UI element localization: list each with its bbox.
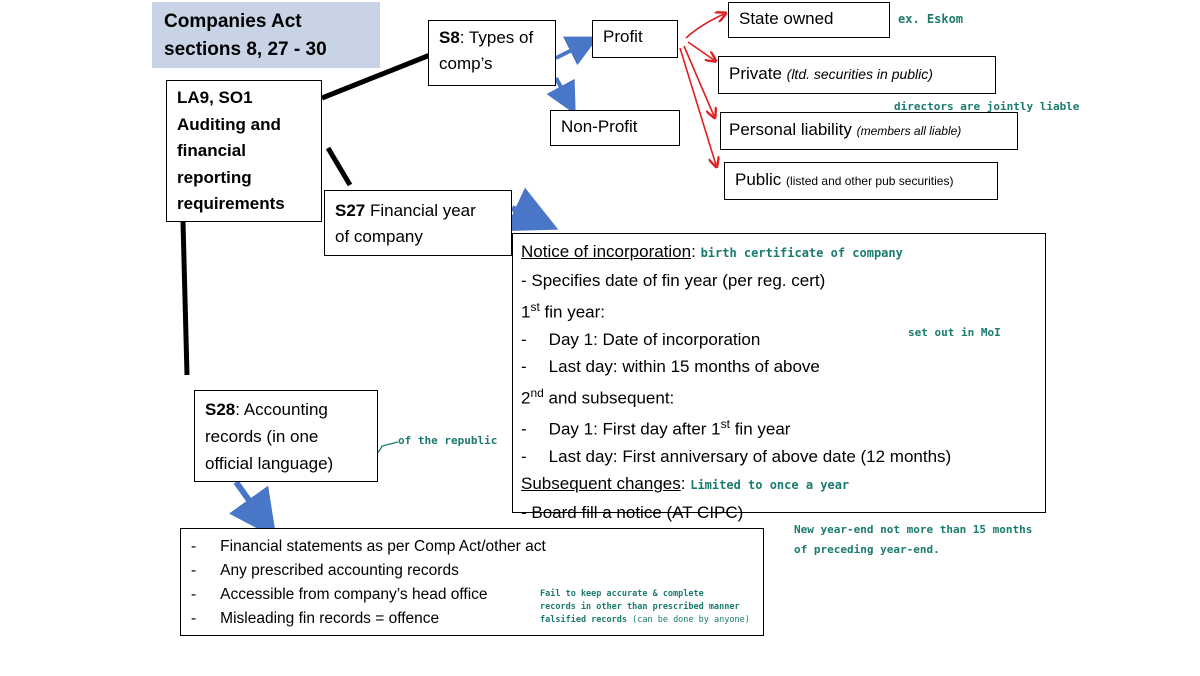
- second-year-line: 2nd and subsequent:: [521, 385, 675, 408]
- state-owned-box: State owned: [728, 2, 890, 38]
- profit-box: Profit: [592, 20, 678, 58]
- s28-text-2: records (in one: [205, 427, 319, 446]
- s8-types-box: S8: Types of comp’s: [428, 20, 556, 86]
- title-box: Companies Act sections 8, 27 - 30: [152, 2, 380, 68]
- s8-text: : Types of: [459, 28, 534, 47]
- la-to-s27-line: [325, 146, 353, 187]
- notice-heading: Notice of incorporation: [521, 242, 692, 261]
- s28-to-records-arrow: [229, 480, 277, 539]
- s27-text-2: of company: [335, 227, 423, 246]
- day1-line: -Day 1: Date of incorporation: [521, 329, 761, 349]
- record-item: -Financial statements as per Comp Act/ot…: [191, 538, 546, 555]
- title-line-2: sections 8, 27 - 30: [164, 39, 327, 60]
- lastday-line: -Last day: within 15 months of above: [521, 356, 820, 376]
- profit-to-state-arrow: [685, 14, 724, 39]
- s8-to-nonprofit-arrow: [546, 77, 576, 115]
- s27-code: S27: [335, 201, 366, 220]
- nonprofit-label: Non-Profit: [561, 117, 638, 136]
- profit-to-private-arrow: [687, 41, 714, 60]
- s8-code: S8: [439, 28, 460, 47]
- private-detail: (ltd. securities in public): [786, 66, 933, 82]
- la-line: LA9, SO1: [177, 88, 253, 107]
- public-box: Public (listed and other pub securities): [724, 162, 998, 200]
- specifies-date-line: - Specifies date of fin year (per reg. c…: [521, 271, 826, 290]
- republic-note: of the republic: [398, 434, 498, 447]
- s8-text-2: comp’s: [439, 54, 493, 73]
- s27-financial-year-box: S27 Financial year of company: [324, 190, 512, 256]
- profit-label: Profit: [603, 27, 643, 46]
- la-line: reporting: [177, 167, 252, 187]
- s8-to-profit-arrow: [555, 36, 599, 66]
- la-line: Auditing and: [177, 114, 281, 134]
- birth-certificate-note: birth certificate of company: [700, 246, 903, 260]
- state-owned-label: State owned: [739, 9, 834, 28]
- s28-text: : Accounting: [235, 400, 328, 419]
- personal-detail: (members all liable): [856, 124, 962, 138]
- record-item: -Any prescribed accounting records: [191, 562, 459, 579]
- title-line-1: Companies Act: [164, 11, 302, 32]
- profit-to-personal-arrow: [683, 45, 714, 116]
- personal-liability-box: Personal liability (members all liable): [720, 112, 1018, 150]
- s28-text-3: official language): [205, 454, 334, 473]
- record-item: -Accessible from company’s head office: [191, 586, 488, 603]
- learning-area-box: LA9, SO1 Auditing and financial reportin…: [166, 80, 322, 222]
- personal-label: Personal liability: [729, 120, 852, 139]
- la-line: financial: [177, 141, 246, 160]
- day1b-line: -Day 1: First day after 1st fin year: [521, 417, 791, 439]
- s28-code: S28: [205, 400, 236, 419]
- profit-to-public-arrow: [679, 47, 716, 165]
- la-line: requirements: [177, 194, 285, 213]
- private-label: Private: [729, 64, 782, 83]
- jointly-liable-note: directors are jointly liable: [894, 100, 1080, 113]
- s28-accounting-records-box: S28: Accounting records (in one official…: [194, 390, 378, 482]
- record-item: -Misleading fin records = offence: [191, 610, 440, 627]
- s27-text: Financial year: [365, 201, 476, 220]
- moi-note: set out in MoI: [908, 326, 1001, 339]
- public-detail: (listed and other pub securities): [786, 174, 954, 188]
- private-box: Private (ltd. securities in public): [718, 56, 996, 94]
- year-end-note: New year-end not more than 15 months of …: [794, 523, 1033, 556]
- board-notice-line: - Board fill a notice (AT CIPC): [521, 502, 744, 522]
- first-year-line: 1st fin year:: [521, 300, 606, 322]
- eskom-note: ex. Eskom: [898, 12, 964, 26]
- offence-note: Fail to keep accurate & complete records…: [540, 589, 750, 625]
- notice-of-incorporation-box: Notice of incorporation: birth certifica…: [512, 233, 1046, 522]
- subsequent-changes-heading: Subsequent changes: [521, 473, 681, 493]
- once-a-year-note: Limited to once a year: [690, 477, 850, 492]
- lastdayb-line: -Last day: First anniversary of above da…: [521, 446, 952, 466]
- public-label: Public: [735, 170, 782, 189]
- la-to-s8-line: [321, 52, 431, 101]
- la-to-s28-line: [180, 221, 190, 376]
- nonprofit-box: Non-Profit: [550, 110, 680, 146]
- records-requirements-box: -Financial statements as per Comp Act/ot…: [180, 528, 764, 636]
- s27-to-notice-arrow: [504, 187, 559, 232]
